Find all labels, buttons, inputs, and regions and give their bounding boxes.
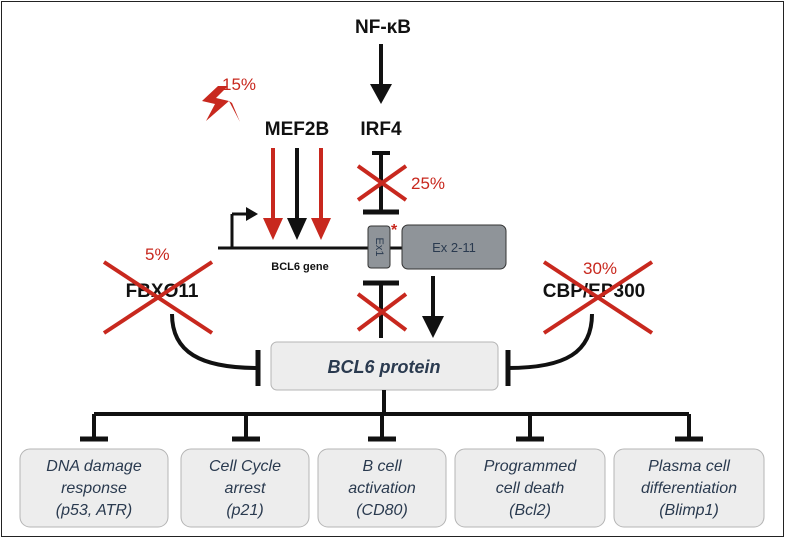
target-box-cell-cycle: Cell Cycle arrest (p21) [180,448,310,528]
expression-arrow [422,276,444,338]
target-text-line: (p53, ATR) [56,502,132,519]
mef2b-mutation-percent: 15% [222,75,256,94]
exon1-box: Ex1 [367,225,391,269]
target-box-dna-damage: DNA damage response (p53, ATR) [19,448,169,528]
exon1-label: Ex1 [373,238,385,257]
cbp-ep300-percent: 30% [583,259,617,278]
target-text-line: (Blimp1) [659,502,719,519]
irf4-label: IRF4 [360,119,402,140]
exon1-asterisk: * [391,222,398,239]
target-text-line: arrest [225,480,266,497]
autorepression-block-red-x-icon [356,292,408,332]
target-text-line: (Bcl2) [509,502,551,519]
target-box-programmed-cell-death: Programmed cell death (Bcl2) [454,448,606,528]
target-box-plasma-cell: Plasma cell differentiation (Blimp1) [613,448,765,528]
promoter-arrow-icon [230,207,258,248]
target-text-line: (p21) [226,502,263,519]
lightning-bolt-icon [202,86,240,122]
target-text-line: Cell Cycle [209,458,281,475]
target-text-line: (CD80) [356,502,408,519]
fbxo11-inhibition-arc [170,313,261,386]
target-text-line: cell death [496,480,565,497]
cbp-ep300-inhibition-arc [505,313,594,386]
irf4-block-percent: 25% [411,174,445,193]
target-text-line: Programmed [484,458,578,475]
nfkb-to-irf4-arrow [370,44,392,104]
target-text-line: activation [348,480,416,497]
target-text-line: Plasma cell [648,458,730,475]
mef2b-label: MEF2B [265,119,329,140]
fbxo11-red-x-icon [102,260,214,335]
cbp-ep300-red-x-icon [542,260,654,335]
exon2-11-label: Ex 2-11 [432,240,476,255]
bcl6-gene-label: BCL6 gene [271,261,328,273]
bcl6-protein-box: BCL6 protein [270,341,499,391]
target-text-line: B cell [362,458,402,475]
bcl6-protein-label: BCL6 protein [327,357,440,377]
irf4-block-red-x-icon [356,164,408,202]
target-box-b-cell-activation: B cell activation (CD80) [317,448,447,528]
target-boxes: DNA damage response (p53, ATR) Cell Cycle ar… [19,448,765,528]
target-text-line: DNA damage [46,458,142,475]
target-repression-tree [80,390,703,442]
nfkb-label: NF-κB [355,17,411,38]
target-text-line: differentiation [641,480,737,497]
fbxo11-percent: 5% [145,245,170,264]
cbp-ep300-label: CBP/EP300 [543,281,645,302]
exon2-11-box: Ex 2-11 [401,224,507,270]
mef2b-activation-arrows [263,148,331,240]
target-text-line: response [61,480,127,497]
